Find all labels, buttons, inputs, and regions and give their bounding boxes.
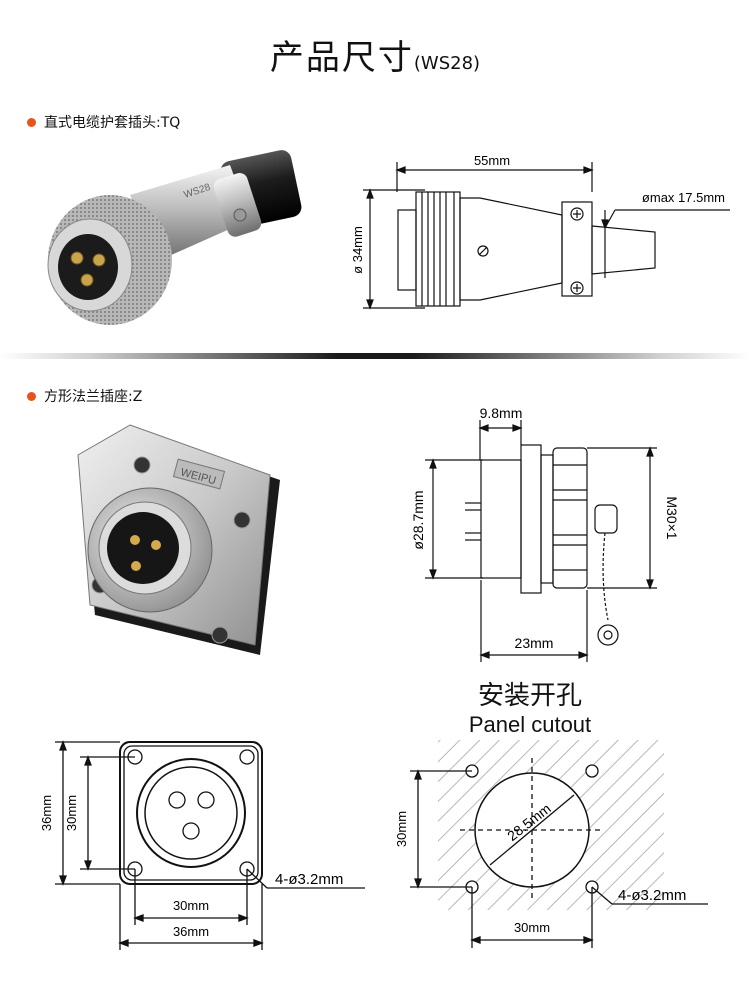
section-socket-label: 方形法兰插座:Z <box>27 386 142 406</box>
diameter-label: ø 34mm <box>350 226 365 274</box>
panel-cutout-drawing: 28.5mm 30mm 30mm 4-ø3.2mm <box>394 740 708 948</box>
depth-label: 23mm <box>515 635 554 651</box>
socket-photo: WEIPU <box>77 424 280 655</box>
pin-hole-icon <box>182 822 200 840</box>
plug-body-outline <box>459 197 563 301</box>
cutout-diameter-line <box>489 794 575 866</box>
pin-2-icon <box>92 253 106 267</box>
pin-2-icon <box>151 540 161 550</box>
plug-cable-outline <box>591 225 656 275</box>
bullet-dot-icon <box>27 117 36 127</box>
bullet-dot-icon <box>27 391 36 401</box>
cutout-title-cn: 安装开孔 <box>477 681 582 711</box>
length-label: 55mm <box>474 153 510 168</box>
pin-hole-icon <box>168 791 186 809</box>
outer-height-label: 36mm <box>39 795 54 831</box>
plug-clamp <box>213 172 262 237</box>
socket-dimension-drawing: 9.8mm ø28.7mm M30×1 23mm <box>410 405 680 662</box>
mount-hole-icon <box>133 456 151 474</box>
cutout-height-label: 30mm <box>394 811 409 847</box>
mount-hole-icon <box>585 764 599 778</box>
pin-hole-icon <box>197 791 215 809</box>
socket-diameter-label: ø28.7mm <box>410 490 426 549</box>
socket-thread-outline <box>552 447 588 589</box>
socket-cap-outline <box>594 504 618 534</box>
section-plug-text: 直式电缆护套插头:TQ <box>44 115 181 131</box>
plug-photo: WS28 <box>47 150 302 325</box>
socket-rear-outline <box>480 459 522 579</box>
flange-holes-label: 4-ø3.2mm <box>275 871 343 888</box>
page-title: 产品尺寸(WS28) <box>0 30 750 79</box>
plug-insulator <box>58 234 118 300</box>
plug-nut-outline <box>415 191 461 307</box>
clamp-screw-icon <box>233 208 247 222</box>
flange-outline <box>119 741 263 885</box>
cutout-holes-label: 4-ø3.2mm <box>618 887 686 904</box>
inner-height-label: 30mm <box>64 795 79 831</box>
flange-front-drawing: 36mm 30mm 30mm 36mm 4-ø3.2mm <box>39 740 365 950</box>
pin-3-icon <box>80 273 94 287</box>
outer-width-label: 36mm <box>173 924 209 939</box>
section-socket-text: 方形法兰插座:Z <box>44 389 143 405</box>
cutout-width-label: 30mm <box>514 920 550 935</box>
inner-width-label: 30mm <box>173 898 209 913</box>
section-divider <box>0 353 750 359</box>
cutout-title: 安装开孔 Panel cutout <box>420 675 640 738</box>
title-model: (WS28) <box>413 53 481 74</box>
mount-hole-icon <box>239 749 255 765</box>
cable-max-label: ømax 17.5mm <box>642 190 725 205</box>
socket-flange-outline <box>520 444 542 594</box>
mount-hole-icon <box>211 626 229 644</box>
pin-1-icon <box>130 535 140 545</box>
title-main: 产品尺寸 <box>269 38 414 78</box>
plug-dimension-drawing: 55mm ømax 17.5mm ø 34mm <box>350 153 730 310</box>
pin-3-icon <box>131 561 141 571</box>
flange-label: 9.8mm <box>480 405 523 421</box>
pin-1-icon <box>70 251 84 265</box>
mount-hole-icon <box>233 511 251 529</box>
receptacle-outer-circle <box>136 758 246 868</box>
socket-insulator <box>107 512 179 584</box>
thread-label: M30×1 <box>664 496 680 539</box>
section-plug-label: 直式电缆护套插头:TQ <box>27 112 180 132</box>
cutout-title-en: Panel cutout <box>468 712 592 737</box>
